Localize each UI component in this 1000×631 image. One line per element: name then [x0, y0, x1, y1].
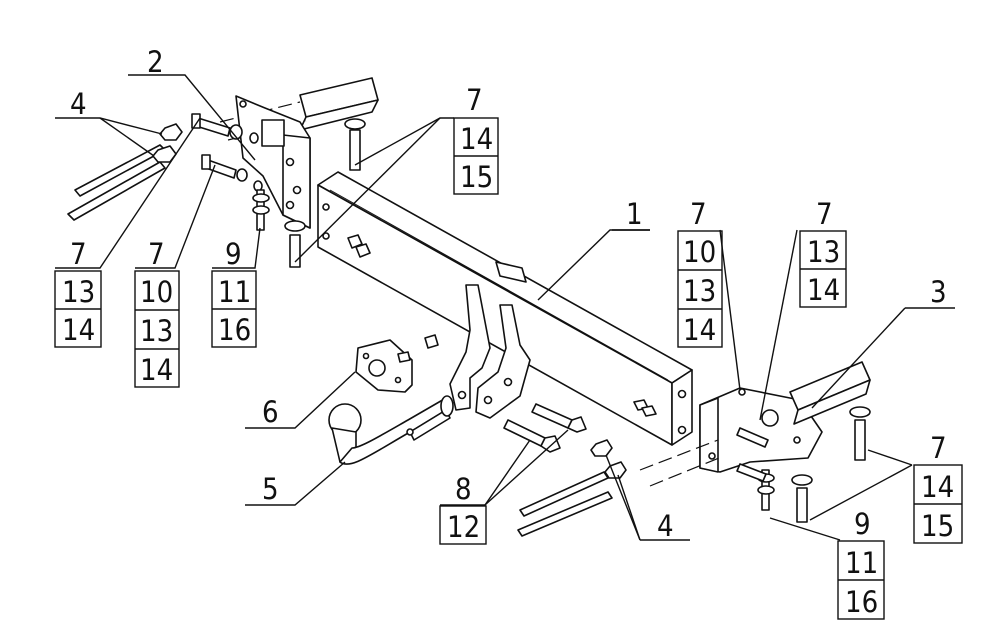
callout-6: 6 [262, 395, 279, 429]
cross-beam [317, 171, 693, 446]
callout-7-13-14-left: 7 13 14 [54, 237, 102, 348]
hitch-bracket-plates [449, 284, 531, 419]
leader-lines [55, 74, 955, 541]
callout-7-mid-line-2: 13 [683, 274, 716, 308]
callout-2: 2 [147, 45, 164, 79]
callout-7-top-line-0: 7 [466, 83, 483, 117]
callout-9-right-line-1: 11 [845, 546, 878, 580]
callout-7-right-top-line-0: 7 [816, 197, 833, 231]
callout-4-left: 4 [70, 87, 87, 121]
callout-9-11-16-left: 9 11 16 [211, 237, 257, 348]
right-mounting-bracket [699, 387, 823, 473]
callout-9-left-line-2: 16 [218, 313, 251, 347]
callout-7-right-top-line-1: 13 [807, 235, 840, 269]
long-bolts [503, 403, 587, 453]
callout-7-mid-line-3: 14 [683, 313, 716, 347]
callout-7-mid-line-0: 7 [690, 197, 707, 231]
callout-7-right-line-2: 15 [921, 509, 954, 543]
callout-1-line-0: 1 [626, 197, 643, 231]
callout-7-10-13-14-left: 7 10 13 14 [134, 237, 180, 388]
callout-9-left-line-0: 9 [225, 237, 242, 271]
callout-7-left-a-line-1: 13 [62, 275, 95, 309]
callout-4-right: 4 [657, 509, 674, 543]
callout-7-left-b-line-3: 14 [140, 353, 173, 387]
callout-9-right-line-2: 16 [845, 585, 878, 619]
socket-mounting-plate [355, 334, 439, 393]
callout-7-14-15-right: 7 14 15 [913, 431, 963, 544]
callout-7-10-13-14-mid: 7 10 13 14 [677, 197, 723, 348]
callout-7-left-b-line-1: 10 [140, 275, 173, 309]
callout-7-14-15-top: 7 14 15 [453, 83, 499, 195]
callout-labels: 2 4 7 13 14 7 10 13 14 9 11 [54, 45, 963, 620]
callout-2-line-0: 2 [147, 45, 164, 79]
callout-7-left-b-line-2: 13 [140, 314, 173, 348]
callout-7-right-line-1: 14 [921, 470, 954, 504]
callout-5-line-0: 5 [262, 472, 279, 506]
callout-7-left-b-line-0: 7 [148, 237, 165, 271]
callout-8-12: 8 12 [439, 472, 487, 545]
callout-7-13-14-right-top: 7 13 14 [799, 197, 847, 308]
left-mounting-bracket [235, 95, 311, 229]
callout-8-line-1: 12 [447, 510, 480, 544]
callout-3: 3 [930, 275, 947, 309]
callout-7-top-line-2: 15 [460, 160, 493, 194]
callout-6-line-0: 6 [262, 395, 279, 429]
callout-1: 1 [612, 197, 650, 231]
tie-straps [67, 144, 613, 537]
callout-5: 5 [262, 472, 279, 506]
callout-4-left-line-0: 4 [70, 87, 87, 121]
callout-9-left-line-1: 11 [218, 275, 251, 309]
callout-8-line-0: 8 [455, 472, 472, 506]
callout-7-right-line-0: 7 [930, 431, 947, 465]
callout-7-left-a-line-2: 14 [62, 313, 95, 347]
parts-drawing [67, 77, 871, 537]
callout-9-11-16-right: 9 11 16 [837, 507, 885, 620]
callout-7-top-line-1: 14 [460, 122, 493, 156]
callout-7-left-a-line-0: 7 [70, 237, 87, 271]
callout-7-right-top-line-2: 14 [807, 273, 840, 307]
tow-ball-hook [328, 395, 454, 465]
right-side-rail [639, 361, 871, 487]
callout-7-mid-line-1: 10 [683, 235, 716, 269]
callout-9-right-line-0: 9 [854, 507, 871, 541]
callout-4-right-line-0: 4 [657, 509, 674, 543]
callout-3-line-0: 3 [930, 275, 947, 309]
fasteners [152, 113, 871, 523]
